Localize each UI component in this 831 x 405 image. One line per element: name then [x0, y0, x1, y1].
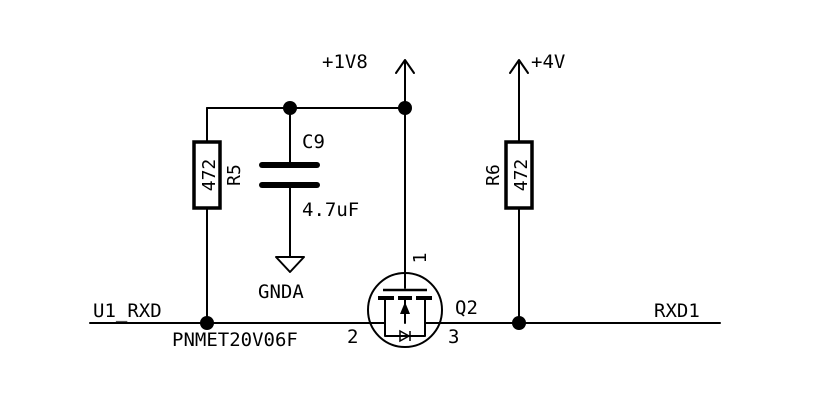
junctions [200, 101, 526, 330]
capacitor-c9: C9 4.7uF [259, 131, 359, 221]
capacitor-value: 4.7uF [302, 199, 359, 221]
ground-label: GNDA [258, 281, 304, 303]
junction-dot [512, 316, 526, 330]
resistor-value: 472 [511, 159, 532, 192]
power-1v8-symbol: +1V8 [322, 51, 415, 74]
resistor-r5: 472 R5 [192, 140, 245, 210]
transistor-pin1: 1 [410, 253, 431, 264]
resistor-ref: R6 [483, 164, 504, 186]
transistor-diode-bottom [384, 322, 426, 337]
net-label-u1-rxd: U1_RXD [93, 300, 162, 322]
capacitor-ref: C9 [302, 131, 325, 153]
junction-dot [398, 101, 412, 115]
transistor-arrow-icon [400, 302, 410, 314]
transistor-part: PNMET20V06F [172, 329, 298, 351]
resistor-body [504, 140, 534, 210]
junction-dot [200, 316, 214, 330]
junction-dot [283, 101, 297, 115]
power-arrow-icon [395, 59, 415, 74]
resistor-r6: 472 R6 [483, 140, 534, 210]
transistor-outline [367, 272, 443, 348]
ground-symbol: GNDA [258, 256, 305, 303]
transistor-ref: Q2 [455, 297, 478, 319]
wires [89, 61, 721, 324]
power-4v-symbol: +4V [509, 51, 565, 74]
resistor-body [192, 140, 222, 210]
resistor-ref: R5 [224, 164, 245, 186]
transistor-pin2: 2 [347, 326, 358, 348]
transistor-pin3: 3 [448, 326, 459, 348]
power-1v8-label: +1V8 [322, 51, 368, 73]
transistor-diode-icon [399, 329, 411, 343]
power-arrow-icon [509, 59, 529, 74]
power-4v-label: +4V [531, 51, 565, 73]
ground-triangle-icon [275, 256, 305, 273]
net-label-rxd1: RXD1 [654, 300, 700, 322]
transistor-q2: 1 2 3 Q2 PNMET20V06F [172, 253, 478, 351]
resistor-value: 472 [199, 159, 220, 192]
